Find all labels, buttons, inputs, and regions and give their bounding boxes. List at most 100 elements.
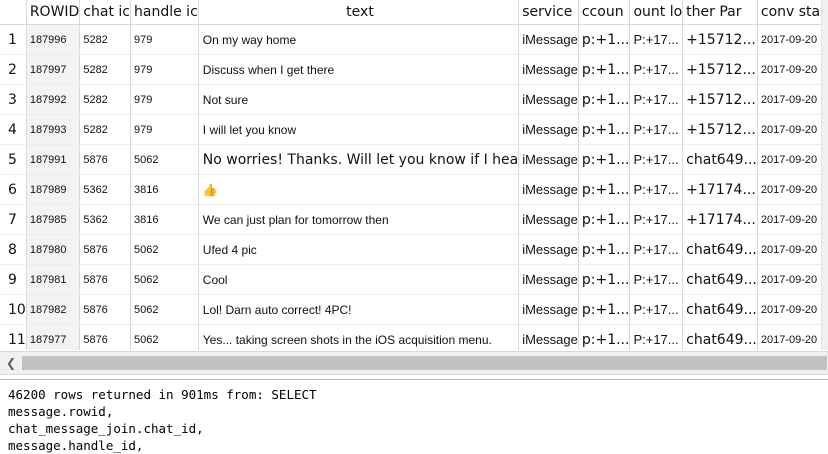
- cell-service[interactable]: iMessage: [518, 294, 579, 325]
- cell-conv-start-date[interactable]: 2017-09-20 14:22:43: [757, 24, 828, 55]
- cell-service[interactable]: iMessage: [518, 264, 579, 295]
- vertical-scrollbar[interactable]: [821, 0, 828, 350]
- cell-chat-id[interactable]: 5876: [79, 234, 132, 265]
- cell-other-party[interactable]: +17174...: [682, 204, 758, 235]
- cell-service[interactable]: iMessage: [518, 114, 579, 145]
- cell-chat-id[interactable]: 5876: [79, 144, 132, 175]
- cell-rowid[interactable]: 187985: [26, 204, 81, 235]
- cell-text[interactable]: We can just plan for tomorrow then: [198, 204, 520, 235]
- cell-account-login[interactable]: P:+17...: [629, 264, 684, 295]
- cell-conv-start-date[interactable]: 2017-09-20 13:51:34: [757, 324, 828, 350]
- cell-conv-start-date[interactable]: 2017-09-20 13:54:22: [757, 204, 828, 235]
- cell-text[interactable]: Lol! Darn auto correct! 4PC!: [198, 294, 520, 325]
- cell-chat-id[interactable]: 5282: [79, 54, 132, 85]
- cell-other-party[interactable]: chat649...: [682, 294, 758, 325]
- row-number[interactable]: 8: [0, 234, 27, 265]
- cell-handle-id[interactable]: 979: [130, 84, 199, 115]
- cell-rowid[interactable]: 187981: [26, 264, 81, 295]
- results-grid[interactable]: ROWID chat ic handle ic text service cco…: [0, 0, 828, 350]
- row-number[interactable]: 5: [0, 144, 27, 175]
- horizontal-scrollbar[interactable]: ❮: [0, 351, 828, 375]
- cell-handle-id[interactable]: 3816: [130, 174, 199, 205]
- cell-rowid[interactable]: 187997: [26, 54, 81, 85]
- cell-chat-id[interactable]: 5362: [79, 204, 132, 235]
- cell-service[interactable]: iMessage: [518, 54, 579, 85]
- cell-handle-id[interactable]: 979: [130, 114, 199, 145]
- cell-handle-id[interactable]: 5062: [130, 234, 199, 265]
- cell-account[interactable]: p:+1...: [578, 84, 631, 115]
- cell-rowid[interactable]: 187989: [26, 174, 81, 205]
- cell-conv-start-date[interactable]: 2017-09-20 14:12:55: [757, 144, 828, 175]
- cell-account-login[interactable]: P:+17...: [629, 294, 684, 325]
- cell-account[interactable]: p:+1...: [578, 234, 631, 265]
- cell-service[interactable]: iMessage: [518, 144, 579, 175]
- row-number[interactable]: 4: [0, 114, 27, 145]
- cell-conv-start-date[interactable]: 2017-09-20 14:20:43: [757, 84, 828, 115]
- cell-rowid[interactable]: 187992: [26, 84, 81, 115]
- cell-service[interactable]: iMessage: [518, 324, 579, 350]
- row-number[interactable]: 7: [0, 204, 27, 235]
- cell-text[interactable]: Ufed 4 pic: [198, 234, 520, 265]
- column-header-conv-start-date[interactable]: conv start date: [757, 0, 828, 25]
- cell-account-login[interactable]: P:+17...: [629, 324, 684, 350]
- cell-text[interactable]: Discuss when I get there: [198, 54, 520, 85]
- cell-text[interactable]: On my way home: [198, 24, 520, 55]
- row-number[interactable]: 9: [0, 264, 27, 295]
- cell-chat-id[interactable]: 5876: [79, 264, 132, 295]
- cell-account-login[interactable]: P:+17...: [629, 174, 684, 205]
- cell-rowid[interactable]: 187977: [26, 324, 81, 350]
- column-header-account-login[interactable]: ount lo: [629, 0, 684, 25]
- cell-other-party[interactable]: +17174...: [682, 174, 758, 205]
- cell-service[interactable]: iMessage: [518, 84, 579, 115]
- cell-account[interactable]: p:+1...: [578, 24, 631, 55]
- cell-text[interactable]: Not sure: [198, 84, 520, 115]
- column-header-chat-id[interactable]: chat ic: [79, 0, 132, 25]
- cell-handle-id[interactable]: 979: [130, 24, 199, 55]
- cell-service[interactable]: iMessage: [518, 174, 579, 205]
- row-number[interactable]: 11: [0, 324, 27, 350]
- cell-account[interactable]: p:+1...: [578, 114, 631, 145]
- cell-handle-id[interactable]: 5062: [130, 144, 199, 175]
- cell-other-party[interactable]: +15712...: [682, 54, 758, 85]
- cell-text[interactable]: No worries! Thanks. Will let you know if…: [198, 144, 520, 175]
- column-header-text[interactable]: text: [198, 0, 520, 25]
- cell-chat-id[interactable]: 5362: [79, 174, 132, 205]
- cell-handle-id[interactable]: 3816: [130, 204, 199, 235]
- cell-account[interactable]: p:+1...: [578, 294, 631, 325]
- cell-other-party[interactable]: chat649...: [682, 264, 758, 295]
- cell-account-login[interactable]: P:+17...: [629, 204, 684, 235]
- cell-account[interactable]: p:+1...: [578, 204, 631, 235]
- cell-account[interactable]: p:+1...: [578, 324, 631, 350]
- cell-rowid[interactable]: 187993: [26, 114, 81, 145]
- cell-handle-id[interactable]: 5062: [130, 294, 199, 325]
- row-number[interactable]: 10: [0, 294, 27, 325]
- column-header-handle-id[interactable]: handle ic: [130, 0, 199, 25]
- cell-other-party[interactable]: +15712...: [682, 24, 758, 55]
- row-number[interactable]: 3: [0, 84, 27, 115]
- cell-account[interactable]: p:+1...: [578, 54, 631, 85]
- cell-handle-id[interactable]: 5062: [130, 264, 199, 295]
- column-header-other-party[interactable]: ther Par: [682, 0, 758, 25]
- cell-conv-start-date[interactable]: 2017-09-20 14:22:58: [757, 54, 828, 85]
- query-log-pane[interactable]: 46200 rows returned in 901ms from: SELEC…: [0, 379, 828, 454]
- cell-other-party[interactable]: chat649...: [682, 234, 758, 265]
- cell-account-login[interactable]: P:+17...: [629, 54, 684, 85]
- cell-rowid[interactable]: 187991: [26, 144, 81, 175]
- cell-text[interactable]: I will let you know: [198, 114, 520, 145]
- row-number[interactable]: 2: [0, 54, 27, 85]
- cell-other-party[interactable]: +15712...: [682, 84, 758, 115]
- cell-service[interactable]: iMessage: [518, 204, 579, 235]
- cell-account-login[interactable]: P:+17...: [629, 144, 684, 175]
- cell-conv-start-date[interactable]: 2017-09-20 14:03:41: [757, 174, 828, 205]
- cell-conv-start-date[interactable]: 2017-09-20 13:52:04: [757, 234, 828, 265]
- cell-account-login[interactable]: P:+17...: [629, 234, 684, 265]
- cell-text[interactable]: Cool: [198, 264, 520, 295]
- chevron-left-icon[interactable]: ❮: [5, 356, 17, 370]
